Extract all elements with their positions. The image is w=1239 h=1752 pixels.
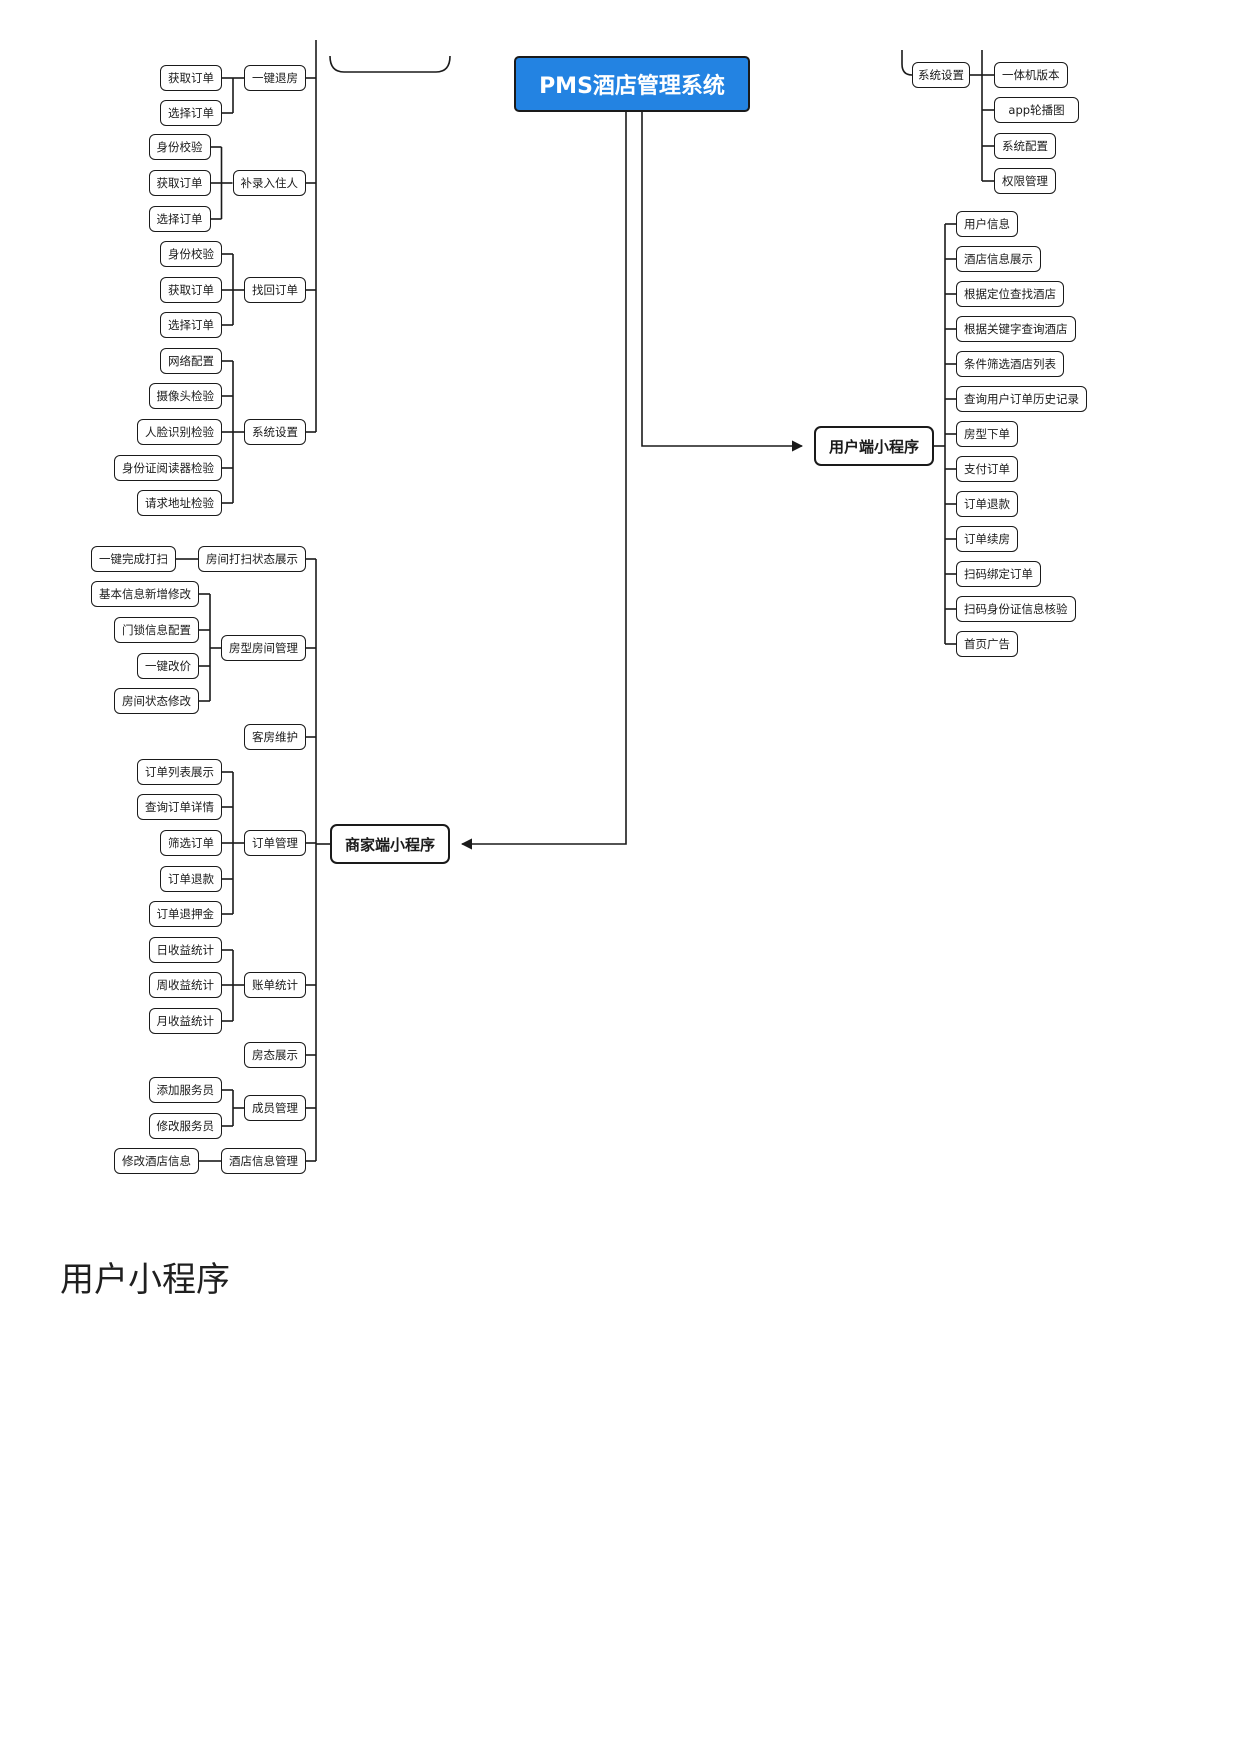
mind-map-connectors [176,40,994,1162]
admin-leaf-node: 系统配置 [994,133,1056,159]
kiosk-leaf-node: 身份校验 [160,241,222,267]
user-leaf-node: 订单退款 [956,491,1018,517]
admin-group-node: 系统设置 [912,62,970,88]
kiosk-leaf-node: 网络配置 [160,348,222,374]
merchant-leaf-node: 一键改价 [137,653,199,679]
kiosk-group-node: 一键退房 [244,65,306,91]
kiosk-leaf-node: 选择订单 [160,312,222,338]
merchant-group-node: 客房维护 [244,724,306,750]
merchant-leaf-node: 日收益统计 [148,937,222,963]
merchant-group-node: 房型房间管理 [221,635,306,661]
merchant-leaf-node: 修改酒店信息 [114,1148,199,1174]
merchant-leaf-node: 订单退押金 [148,901,222,927]
kiosk-leaf-node: 身份校验 [148,134,211,160]
merchant-group-node: 成员管理 [244,1095,306,1121]
user-leaf-node: 酒店信息展示 [956,246,1041,272]
merchant-leaf-node: 订单退款 [160,866,222,892]
merchant-leaf-node: 修改服务员 [148,1113,222,1139]
user-leaf-node: 订单续房 [956,526,1018,552]
admin-leaf-node: app轮播图 [994,97,1079,123]
merchant-group-node: 订单管理 [244,830,306,856]
merchant-group-node: 账单统计 [244,972,306,998]
kiosk-group-node: 系统设置 [244,419,306,445]
merchant-leaf-node: 查询订单详情 [137,794,222,820]
merchant-leaf-node: 一键完成打扫 [91,546,176,572]
user-leaf-node: 房型下单 [956,421,1018,447]
kiosk-leaf-node: 摄像头检验 [148,383,222,409]
merchant-leaf-node: 门锁信息配置 [114,617,199,643]
user-leaf-node: 条件筛选酒店列表 [956,351,1064,377]
merchant-group-node: 房态展示 [244,1042,306,1068]
user-leaf-node: 扫码身份证信息核验 [956,596,1076,622]
merchant-leaf-node: 周收益统计 [148,972,222,998]
merchant-leaf-node: 添加服务员 [148,1077,222,1103]
kiosk-leaf-node: 身份证阅读器检验 [114,455,222,481]
root-node: PMS酒店管理系统 [514,56,750,112]
user-leaf-node: 根据定位查找酒店 [956,281,1064,307]
user-leaf-node: 扫码绑定订单 [956,561,1041,587]
kiosk-parent-partial [329,55,451,73]
merchant-app-node: 商家端小程序 [330,824,450,864]
user-leaf-node: 根据关键字查询酒店 [956,316,1076,342]
kiosk-group-node: 补录入住人 [232,170,306,196]
user-leaf-node: 查询用户订单历史记录 [956,386,1087,412]
merchant-leaf-node: 基本信息新增修改 [91,581,199,607]
merchant-group-node: 房间打扫状态展示 [198,546,306,572]
root-to-merchant-arrow [460,112,627,850]
admin-parent-stem [901,50,913,76]
user-app-node: 用户端小程序 [814,426,934,466]
root-to-user-arrow [641,112,804,452]
kiosk-leaf-node: 选择订单 [148,206,211,232]
kiosk-leaf-node: 获取订单 [148,170,211,196]
kiosk-group-node: 找回订单 [244,277,306,303]
section-heading: 用户小程序 [60,1260,230,1300]
user-leaf-node: 首页广告 [956,631,1018,657]
merchant-leaf-node: 筛选订单 [160,830,222,856]
merchant-group-node: 酒店信息管理 [221,1148,306,1174]
admin-leaf-node: 一体机版本 [994,62,1068,88]
admin-leaf-node: 权限管理 [994,168,1056,194]
kiosk-leaf-node: 人脸识别检验 [137,419,222,445]
merchant-leaf-node: 房间状态修改 [114,688,199,714]
kiosk-leaf-node: 请求地址检验 [137,490,222,516]
user-leaf-node: 支付订单 [956,456,1018,482]
kiosk-leaf-node: 获取订单 [160,65,222,91]
merchant-leaf-node: 订单列表展示 [137,759,222,785]
kiosk-leaf-node: 选择订单 [160,100,222,126]
merchant-leaf-node: 月收益统计 [148,1008,222,1034]
user-leaf-node: 用户信息 [956,211,1018,237]
kiosk-leaf-node: 获取订单 [160,277,222,303]
